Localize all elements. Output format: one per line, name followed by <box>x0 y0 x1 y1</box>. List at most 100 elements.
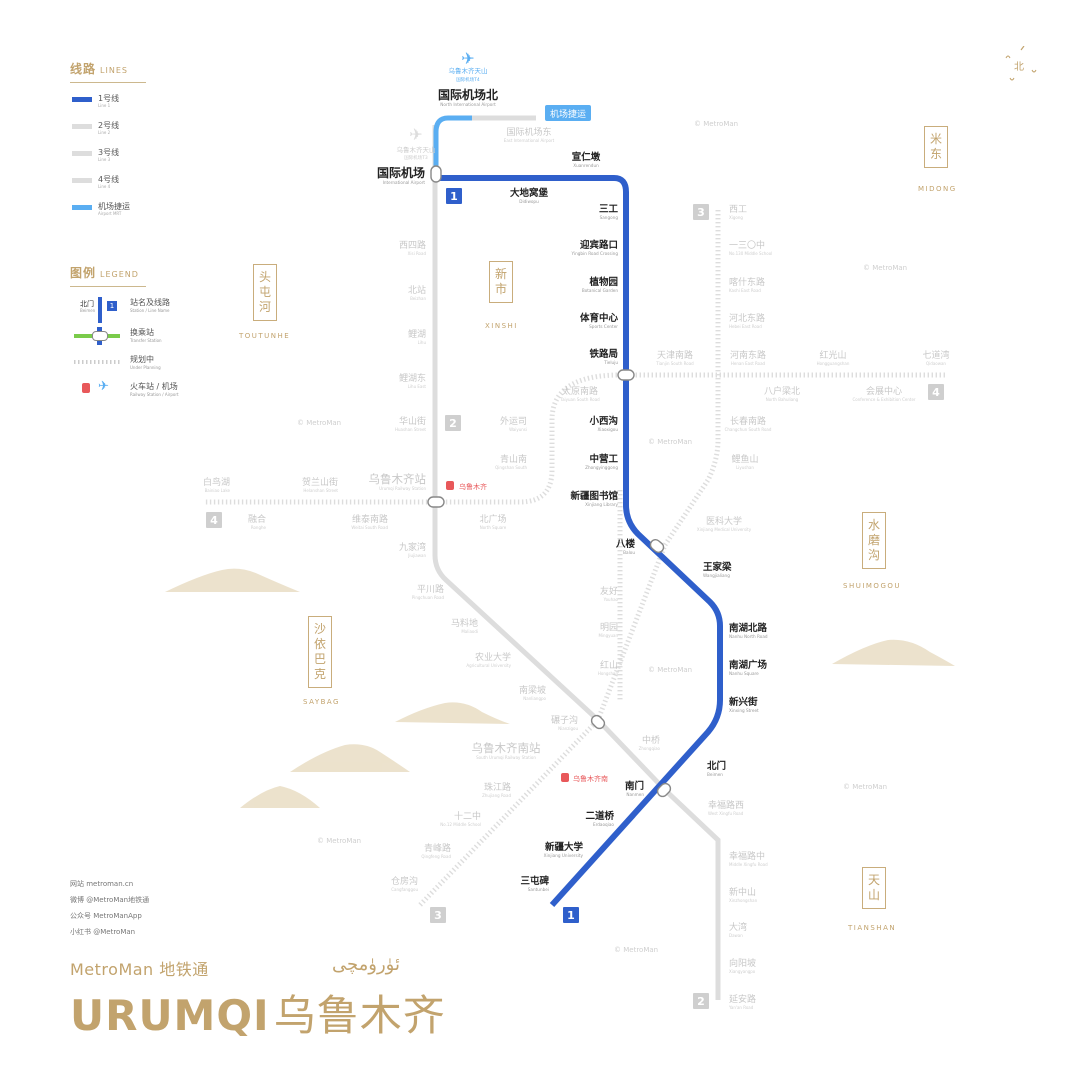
watermark: © MetroMan <box>317 837 361 845</box>
line-2-badge: 2 <box>449 417 457 430</box>
planned-station-name-en: No.130 Middle School <box>729 251 772 256</box>
planned-station-name-en: Hongguangshan <box>817 361 850 366</box>
line-1-station-name-en: Sangong <box>600 215 619 220</box>
planned-station-name: 融合 <box>248 513 266 525</box>
line-3-badge: 3 <box>697 206 705 219</box>
planned-station-name-en: North Square <box>480 525 507 530</box>
line-1-station-name: 中营工 <box>589 453 618 465</box>
legend-rail-airport-sample: ✈ 火车站 / 机场 Railway Station / Airport <box>70 379 230 408</box>
line-2-badge: 2 <box>697 995 705 1008</box>
line-3-badge: 3 <box>434 909 442 922</box>
planned-station-name-en: Nianzigou <box>558 726 578 731</box>
line-1-station-name-en: Erdaoqiao <box>593 822 614 827</box>
railway-station-label: 乌鲁木齐 <box>459 482 487 491</box>
planned-station-name-en: Changchun South Road <box>725 427 772 432</box>
planned-station-name-en: Kashi East Road <box>729 288 761 293</box>
planned-station-name-en: South Urumqi Railway Station <box>476 755 536 760</box>
district-box: 米东 <box>924 126 948 168</box>
planned-station-name: 西工 <box>729 204 747 215</box>
watermark: © MetroMan <box>863 264 907 272</box>
legend-line-label: 3号线 <box>98 148 120 157</box>
planned-station-name-en: Nanliangpo <box>523 696 546 701</box>
airport-old-sublabel: 国际机场T3 <box>404 154 428 161</box>
legend-line-label: 4号线 <box>98 175 120 184</box>
line-1-station-name: 迎宾路口 <box>580 239 618 251</box>
watermark: © MetroMan <box>843 783 887 791</box>
legend-line-label-en: Line 1 <box>98 103 111 108</box>
legend-line-swatch <box>72 205 92 210</box>
planned-station-name-en: Xinzhongshan <box>729 898 758 903</box>
legend-divider <box>70 82 146 83</box>
line-1-station-name-en: International Airport <box>383 180 426 185</box>
planned-station-name: 向阳坡 <box>729 957 756 969</box>
planned-station-name: 国际机场东 <box>506 126 551 138</box>
watermarks: © MetroMan © MetroMan © MetroMan © Metro… <box>297 120 907 954</box>
line-1-station-name: 国际机场北 <box>438 87 498 102</box>
planned-station-name-en: Urumqi Railway Station <box>379 486 426 491</box>
planned-station-name-en: Henan East Road <box>731 361 766 366</box>
airport-old-icon: ✈ <box>409 125 422 144</box>
planned-station-name-en: Agricultural University <box>466 663 511 668</box>
legend-line-label: 2号线 <box>98 121 120 130</box>
transfer-urumqi-station <box>427 496 445 508</box>
line-1-station-name-en: Xinjiang Library <box>585 502 618 507</box>
planned-station-name-en: Xinjiang Medical University <box>697 527 752 532</box>
line-1-station-name-en: Beimen <box>707 772 723 777</box>
line-1-station-name: 三工 <box>599 204 619 215</box>
planned-station-name: 平川路 <box>417 583 444 595</box>
planned-station-name-en: Qingshan South <box>495 465 527 470</box>
line-4-path <box>205 372 945 505</box>
legend-planning-sample: 规划中 Under Planning <box>70 354 230 381</box>
contact-wechat: 公众号 MetroManApp <box>70 912 142 920</box>
line-1-badge: 1 <box>567 909 575 922</box>
line-1-station-name-en: Nanmen <box>626 792 644 797</box>
planned-station-name-en: Youhao <box>603 597 619 602</box>
city-title-uyghur: ئۈرۈمچى <box>332 954 400 975</box>
airport-icon: ✈ <box>461 49 474 68</box>
watermark: © MetroMan <box>614 946 658 954</box>
airport-old-label: 乌鲁木齐天山 <box>397 145 436 154</box>
district-box: 头屯河 <box>253 264 277 321</box>
line-1-station-name: 南门 <box>625 780 644 792</box>
line-1-badge-bg <box>563 907 579 923</box>
line-4-badge-bg <box>206 512 222 528</box>
line-1-station-name: 新疆图书馆 <box>570 490 618 502</box>
planned-station-name-en: East International Airport <box>504 138 555 143</box>
planned-station-name: 乌鲁木齐站 <box>369 472 427 486</box>
line-1-station-name-en: Balou <box>623 550 635 555</box>
airport-mrt-badge: 机场捷运 <box>550 108 586 120</box>
line-1 <box>436 175 723 908</box>
transfer-guojijichang <box>430 165 442 183</box>
line-1-station-name-en: Xiaoxigou <box>597 427 618 432</box>
district-label-en: SAYBAG <box>303 698 340 706</box>
planned-station-name: 红山 <box>600 659 618 671</box>
legend-transfer-sample: 换乘站 Transfer Station <box>70 327 230 354</box>
planned-station-name-en: Maliaodi <box>461 629 478 634</box>
planned-station-name: 北广场 <box>479 513 506 525</box>
legend-line-label: 机场捷运 <box>98 202 130 211</box>
brand-name: MetroMan 地铁通 <box>70 960 209 979</box>
line-1-station-name: 南湖广场 <box>729 659 768 671</box>
line-1-station-name: 小西沟 <box>588 415 618 427</box>
planned-station-name: 北站 <box>408 284 426 296</box>
planned-station-name: 河南东路 <box>730 349 766 361</box>
planned-station-name: 太原南路 <box>562 385 598 397</box>
line-1-station-name-en: Zhongyinggong <box>585 465 618 470</box>
mountain-decoration <box>165 568 300 592</box>
planned-station-name-en: Ronghe <box>251 525 267 530</box>
district-label-en: MIDONG <box>918 185 957 193</box>
mountain-decoration <box>395 702 510 724</box>
line-1-station-name: 王家梁 <box>703 561 732 573</box>
planned-station-name: 青山南 <box>500 453 527 465</box>
planned-station-name-en: Xigong <box>729 215 743 220</box>
legend-line-label: 1号线 <box>98 94 120 103</box>
planned-station-name: 七道湾 <box>922 349 949 361</box>
line-3-badge-bg <box>693 204 709 220</box>
planned-station-name-en: Jiujiawan <box>407 553 426 558</box>
planned-station-name: 维泰南路 <box>352 513 388 525</box>
planned-station-name-en: Beizhan <box>410 296 426 301</box>
